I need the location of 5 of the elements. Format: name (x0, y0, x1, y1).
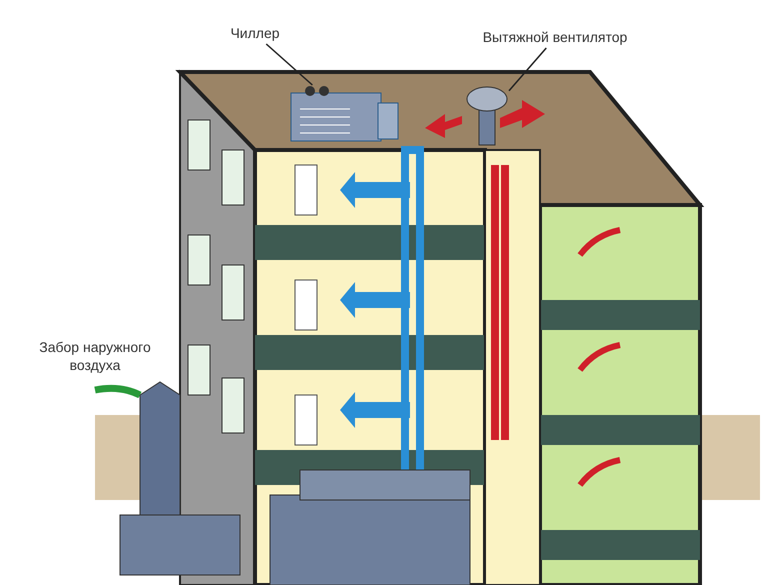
callout-label: Вытяжной вентилятор (470, 28, 640, 48)
callout-label: Забор наружного воздуха (38, 338, 152, 374)
leader-line (266, 43, 313, 86)
leader-line (508, 48, 547, 92)
callout-label: Чиллер (220, 24, 290, 44)
